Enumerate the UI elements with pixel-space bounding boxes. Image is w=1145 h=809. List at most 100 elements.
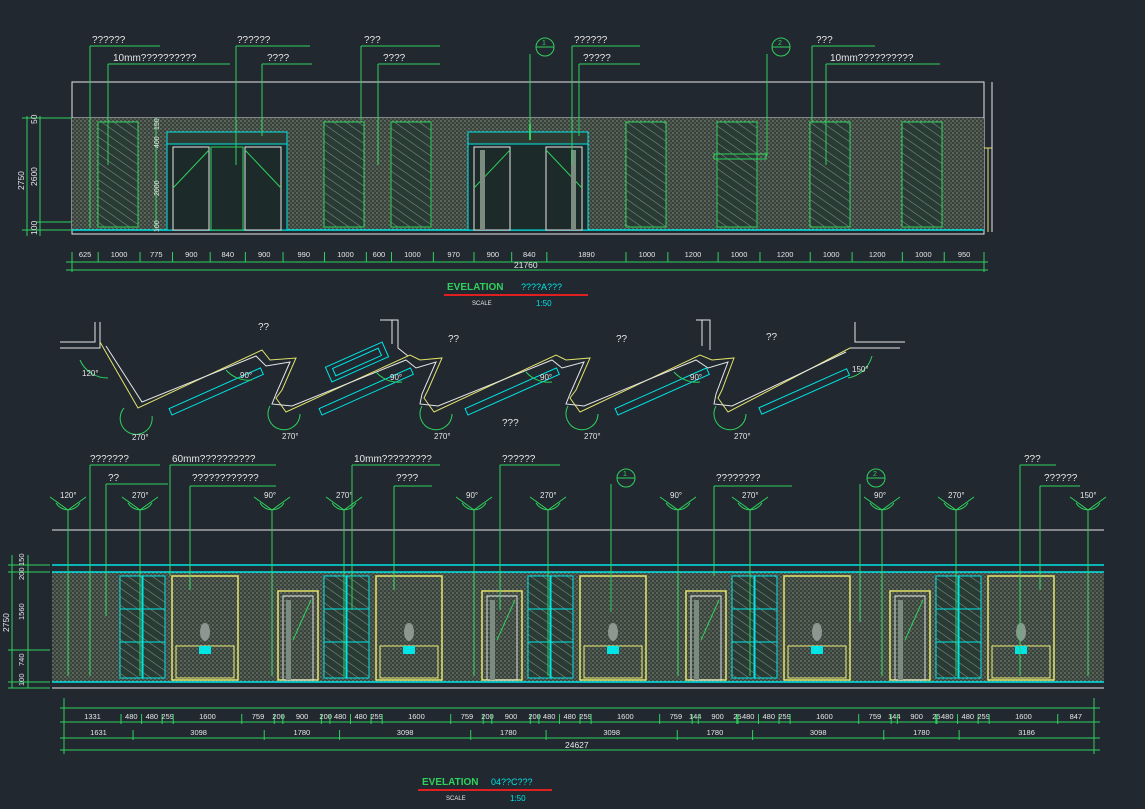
bottom-dim-label: 259 bbox=[161, 712, 174, 721]
bottom-group-dim-label: 3098 bbox=[190, 728, 207, 737]
bottom-group-dim-label: 3098 bbox=[603, 728, 620, 737]
annotation-label: 10mm?????????? bbox=[113, 53, 197, 64]
sink-icon bbox=[1016, 623, 1026, 641]
angle-label: 120° bbox=[60, 491, 77, 500]
top-vertical-dim-labels: 2750 50 2600 100 150 400 2000 100 bbox=[16, 114, 161, 235]
top-dim-label: 1000 bbox=[337, 250, 354, 259]
svg-text:??: ?? bbox=[766, 332, 778, 343]
bottom-annotations: ??????? ?? 60mm?????????? ???????????? 1… bbox=[90, 454, 1078, 484]
top-elevation: ?????? 10mm?????????? ?????? ???? ??? ??… bbox=[16, 35, 993, 308]
drawing-subtitle: ????A??? bbox=[521, 282, 562, 292]
annotation-label: ???????????? bbox=[192, 473, 259, 484]
sink-icon bbox=[200, 623, 210, 641]
angle-callout: 90° bbox=[863, 491, 901, 676]
annotation-label: ?? bbox=[108, 473, 120, 484]
top-dim-label: 1890 bbox=[578, 250, 595, 259]
svg-text:2750: 2750 bbox=[1, 613, 11, 632]
glass-panel bbox=[323, 575, 347, 679]
svg-text:90°: 90° bbox=[390, 373, 402, 382]
annotation-label: ?????? bbox=[502, 454, 536, 465]
bottom-dim-label: 480 bbox=[355, 712, 368, 721]
annotation-label: ??? bbox=[816, 35, 833, 46]
bottom-dim-label: 1600 bbox=[617, 712, 634, 721]
angle-label: 90° bbox=[874, 491, 886, 500]
sink-icon bbox=[404, 623, 414, 641]
bottom-dim-label: 200 bbox=[272, 712, 285, 721]
bottom-dim-label: 144 bbox=[689, 712, 702, 721]
bottom-dim-label: 480 bbox=[941, 712, 954, 721]
bottom-dim-label: 144 bbox=[888, 712, 901, 721]
total-dimension: 21760 bbox=[514, 260, 538, 270]
svg-text:400: 400 bbox=[154, 136, 161, 148]
glass-panel bbox=[550, 575, 574, 679]
svg-text:1560: 1560 bbox=[17, 603, 26, 620]
faucet-icon bbox=[199, 646, 211, 654]
angle-label: 270° bbox=[948, 491, 965, 500]
washroom-niche bbox=[171, 575, 239, 681]
glass-panel bbox=[142, 575, 166, 679]
scale-value: 1:50 bbox=[536, 299, 552, 308]
bottom-dim-label: 480 bbox=[334, 712, 347, 721]
svg-text:200: 200 bbox=[17, 567, 26, 580]
top-dim-label: 900 bbox=[487, 250, 500, 259]
annotation-label: ?????? bbox=[1044, 473, 1078, 484]
top-dim-label: 840 bbox=[222, 250, 235, 259]
bottom-dim-label: 259 bbox=[370, 712, 383, 721]
angle-callout: 90° bbox=[659, 491, 697, 676]
svg-text:90°: 90° bbox=[240, 371, 252, 380]
svg-text:90°: 90° bbox=[690, 373, 702, 382]
glass-panel bbox=[625, 121, 667, 228]
angle-label: 270° bbox=[742, 491, 759, 500]
top-dim-label: 1000 bbox=[111, 250, 128, 259]
annotation-label: ????? bbox=[583, 53, 611, 64]
annotation-label: ?????? bbox=[237, 35, 271, 46]
annotation-label: ???? bbox=[396, 473, 419, 484]
bottom-dim-label: 759 bbox=[252, 712, 265, 721]
bottom-group-dim-label: 3098 bbox=[397, 728, 414, 737]
bay bbox=[119, 575, 319, 681]
annotation-label: ?????? bbox=[92, 35, 126, 46]
svg-text:100: 100 bbox=[17, 673, 26, 686]
svg-text:2750: 2750 bbox=[16, 171, 26, 190]
glass-panel bbox=[390, 121, 432, 228]
angle-callouts: 120°270°90°270°90°270°90°270°90°270°150° bbox=[49, 491, 1107, 676]
glass-panel bbox=[716, 121, 758, 228]
svg-text:2600: 2600 bbox=[29, 167, 39, 186]
drawing-title: EVELATION bbox=[447, 282, 503, 293]
bottom-dim-label: 900 bbox=[910, 712, 923, 721]
top-dim-label: 1200 bbox=[685, 250, 702, 259]
glass-panel bbox=[754, 575, 778, 679]
bay bbox=[731, 575, 931, 681]
top-dim-label: 1000 bbox=[404, 250, 421, 259]
washroom-niche bbox=[579, 575, 647, 681]
scale-value: 1:50 bbox=[510, 794, 526, 803]
top-dim-label: 900 bbox=[258, 250, 271, 259]
angle-callout: 90° bbox=[253, 491, 291, 676]
top-dim-label: 990 bbox=[298, 250, 311, 259]
svg-text:270°: 270° bbox=[584, 432, 601, 441]
sink-icon bbox=[608, 623, 618, 641]
total-dimension: 24627 bbox=[565, 740, 589, 750]
washroom-niche bbox=[987, 575, 1055, 681]
top-dim-label: 900 bbox=[185, 250, 198, 259]
plan-angle-labels: 120° 270° 90° 270° 90° 270° 90° 270° 90°… bbox=[82, 365, 869, 442]
angle-callout: 270° bbox=[121, 491, 159, 676]
top-dim-label: 1000 bbox=[823, 250, 840, 259]
svg-text:???: ??? bbox=[502, 418, 519, 429]
svg-text:740: 740 bbox=[17, 653, 26, 666]
bottom-dim-label: 480 bbox=[563, 712, 576, 721]
bottom-dim-label: 480 bbox=[146, 712, 159, 721]
annotation-label: ??????? bbox=[90, 454, 129, 465]
bottom-dim-label: 480 bbox=[962, 712, 975, 721]
angle-label: 150° bbox=[1080, 491, 1097, 500]
annotation-label: ??? bbox=[364, 35, 381, 46]
annotation-label: 60mm?????????? bbox=[172, 454, 256, 465]
glass-panel bbox=[527, 575, 551, 679]
annotation-label: ???? bbox=[383, 53, 406, 64]
glass-panel bbox=[346, 575, 370, 679]
top-door-group-1 bbox=[166, 131, 288, 231]
bottom-dim-label: 1600 bbox=[1015, 712, 1032, 721]
glass-panel bbox=[935, 575, 959, 679]
door-leaf bbox=[486, 595, 518, 681]
